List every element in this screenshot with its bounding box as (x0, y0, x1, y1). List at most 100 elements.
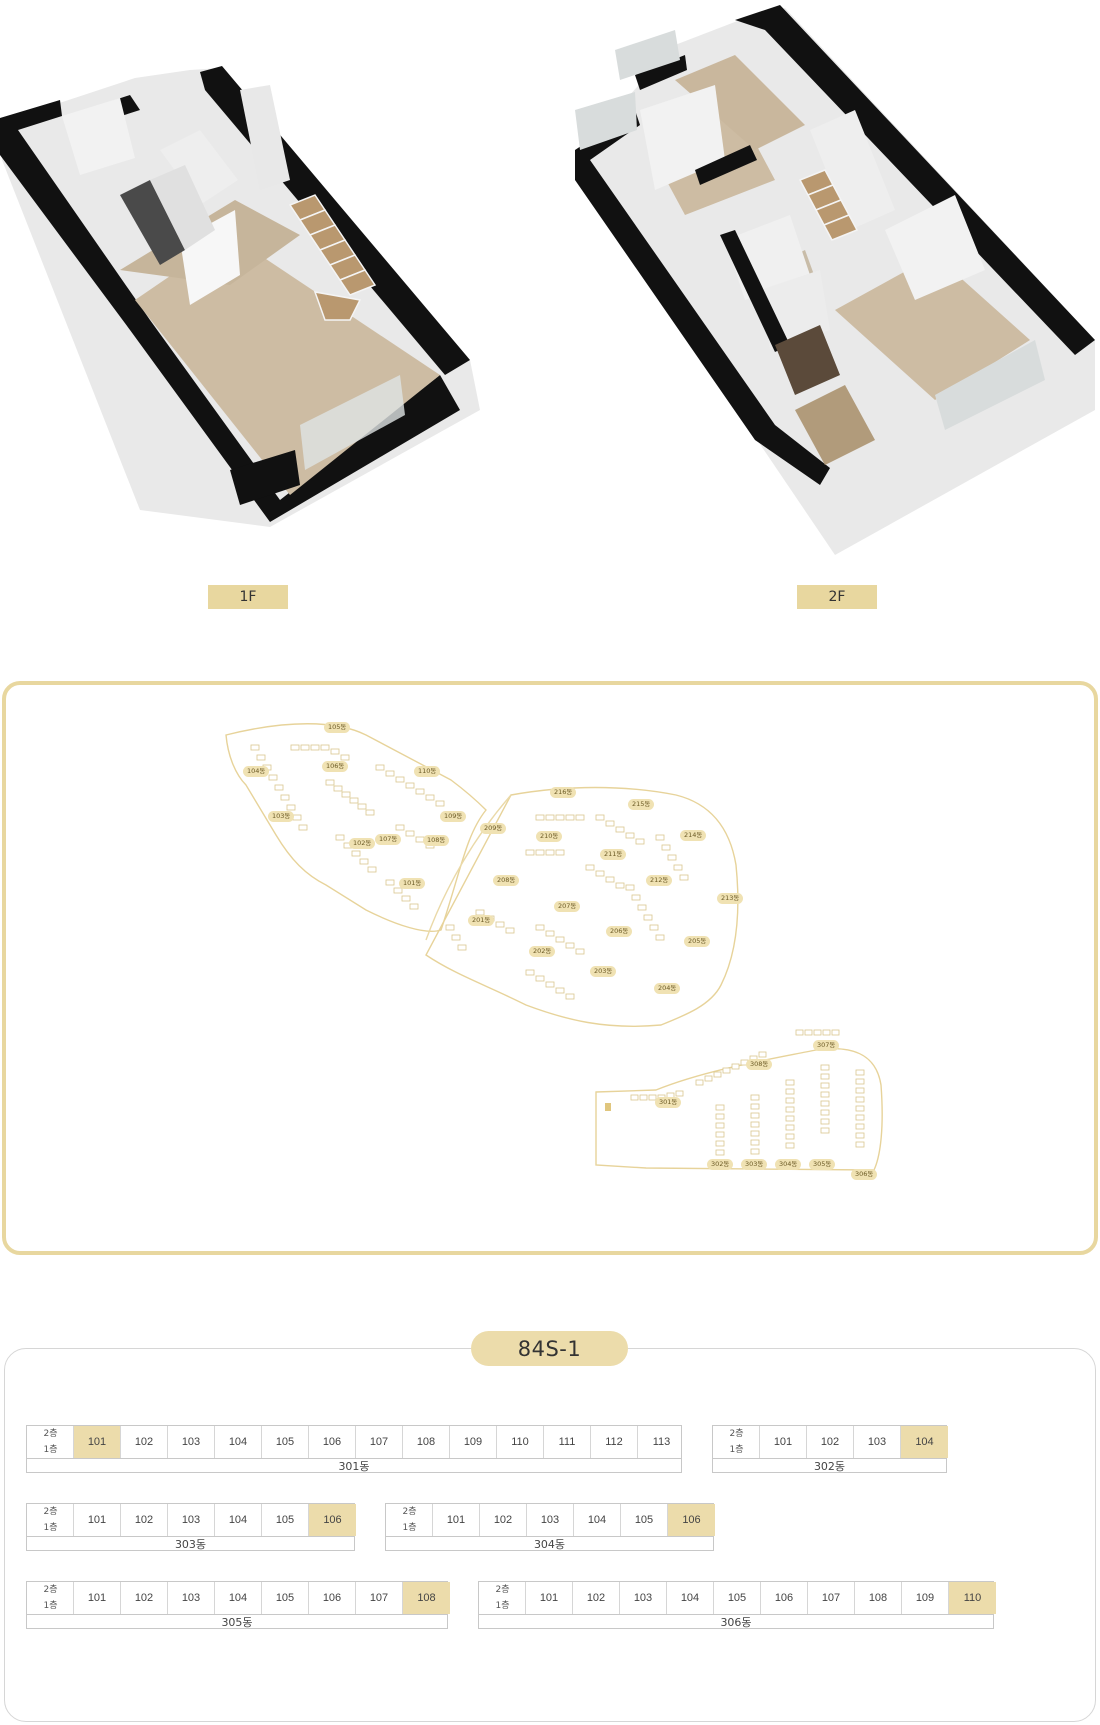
site-tag-102: 102동 (349, 838, 376, 849)
floor-labels: 2층 1층 (27, 1582, 74, 1614)
unit-cell-106: 106 (761, 1582, 808, 1614)
unit-cell-101: 101 (74, 1426, 121, 1458)
unit-cell-101: 101 (74, 1582, 121, 1614)
site-tag-304: 304동 (775, 1159, 802, 1170)
unit-cell-102: 102 (573, 1582, 620, 1614)
floor-2-label: 2층 (729, 1429, 744, 1439)
site-tag-107: 107동 (375, 834, 402, 845)
floor-labels: 2층 1층 (479, 1582, 526, 1614)
unit-cell-103: 103 (620, 1582, 667, 1614)
unit-cell-103: 103 (854, 1426, 901, 1458)
block-200-outline (425, 786, 739, 1027)
type-badge: 84S-1 (471, 1331, 628, 1366)
floor-2-label: 2층 (402, 1507, 417, 1517)
site-tag-302: 302동 (707, 1159, 734, 1170)
floor-2-label: 2층 (43, 1429, 58, 1439)
unit-cell-104: 104 (215, 1426, 262, 1458)
unit-cell-113: 113 (652, 1436, 671, 1448)
floor-1-label: 1층 (43, 1523, 58, 1533)
unit-cell-103: 103 (168, 1504, 215, 1536)
unit-cell-103: 103 (527, 1504, 574, 1536)
site-tag-207: 207동 (554, 901, 581, 912)
floor-2-label: 2층 (495, 1585, 510, 1595)
unit-cell-103: 103 (168, 1426, 215, 1458)
site-tag-305: 305동 (809, 1159, 836, 1170)
unit-cell-110: 110 (949, 1582, 996, 1614)
unit-cell-108: 108 (403, 1426, 450, 1458)
site-tag-308: 308동 (746, 1059, 773, 1070)
unit-cell-112: 112 (591, 1426, 638, 1458)
unit-cell-104: 104 (574, 1504, 621, 1536)
unit-cell-105: 105 (262, 1582, 309, 1614)
site-tag-303: 303동 (741, 1159, 768, 1170)
floor-2-label: 2층 (43, 1585, 58, 1595)
unit-cell-101: 101 (433, 1504, 480, 1536)
unit-cell-104: 104 (215, 1582, 262, 1614)
unit-cell-104: 104 (215, 1504, 262, 1536)
floor-1-label: 1층 (43, 1445, 58, 1455)
unit-cell-105: 105 (621, 1504, 668, 1536)
unit-cell-101: 101 (760, 1426, 807, 1458)
floor-plan-1f (0, 30, 505, 530)
unit-cell-101: 101 (526, 1582, 573, 1614)
site-tag-106: 106동 (322, 761, 349, 772)
unit-cell-107: 107 (356, 1426, 403, 1458)
unit-cell-110: 110 (497, 1426, 544, 1458)
floor-plan-2f-drawing (575, 5, 1095, 555)
floor-1-label: 1층 (495, 1601, 510, 1611)
unit-cell-102: 102 (121, 1426, 168, 1458)
floor-plan-1f-drawing (0, 66, 480, 527)
unit-cell-104: 104 (667, 1582, 714, 1614)
floor-labels: 2층 1층 (27, 1426, 74, 1458)
site-tag-206: 206동 (606, 926, 633, 937)
site-tag-209: 209동 (480, 823, 507, 834)
unit-cell-108: 108 (403, 1582, 450, 1614)
floor-1-label: 1층 (729, 1445, 744, 1455)
site-tag-204: 204동 (654, 983, 681, 994)
unit-cell-102: 102 (121, 1504, 168, 1536)
site-tag-214: 214동 (680, 830, 707, 841)
unit-cell-101: 101 (74, 1504, 121, 1536)
unit-cell-107: 107 (808, 1582, 855, 1614)
unit-cell-104: 104 (901, 1426, 948, 1458)
block-300-outline (595, 1047, 883, 1171)
unit-cell-108: 108 (855, 1582, 902, 1614)
site-tag-108: 108동 (423, 835, 450, 846)
building-name: 303동 (27, 1536, 354, 1551)
site-tag-210: 210동 (536, 831, 563, 842)
unit-cell-102: 102 (121, 1582, 168, 1614)
site-tag-205: 205동 (684, 936, 711, 947)
unit-cell-106: 106 (309, 1582, 356, 1614)
site-tag-110: 110동 (414, 766, 441, 777)
building-name: 305동 (27, 1614, 447, 1629)
site-tag-307: 307동 (813, 1040, 840, 1051)
building-name: 302동 (713, 1458, 946, 1473)
building-name: 306동 (479, 1614, 993, 1629)
unit-cell-102: 102 (807, 1426, 854, 1458)
site-tag-104: 104동 (243, 766, 270, 777)
site-map-panel: 105동 104동 106동 110동 103동 107동 109동 108동 … (2, 681, 1098, 1255)
site-tag-203: 203동 (590, 966, 617, 977)
unit-cell-103: 103 (168, 1582, 215, 1614)
floor-label-1f: 1F (208, 585, 288, 609)
building-name: 304동 (386, 1536, 713, 1551)
site-tag-208: 208동 (493, 875, 520, 886)
floor-1-label: 1층 (43, 1601, 58, 1611)
site-tag-211: 211동 (600, 849, 627, 860)
site-tag-109: 109동 (440, 811, 467, 822)
unit-cell-105: 105 (262, 1504, 309, 1536)
unit-cell-109: 109 (450, 1426, 497, 1458)
floor-labels: 2층 1층 (713, 1426, 760, 1458)
unit-cell-106: 106 (309, 1504, 356, 1536)
